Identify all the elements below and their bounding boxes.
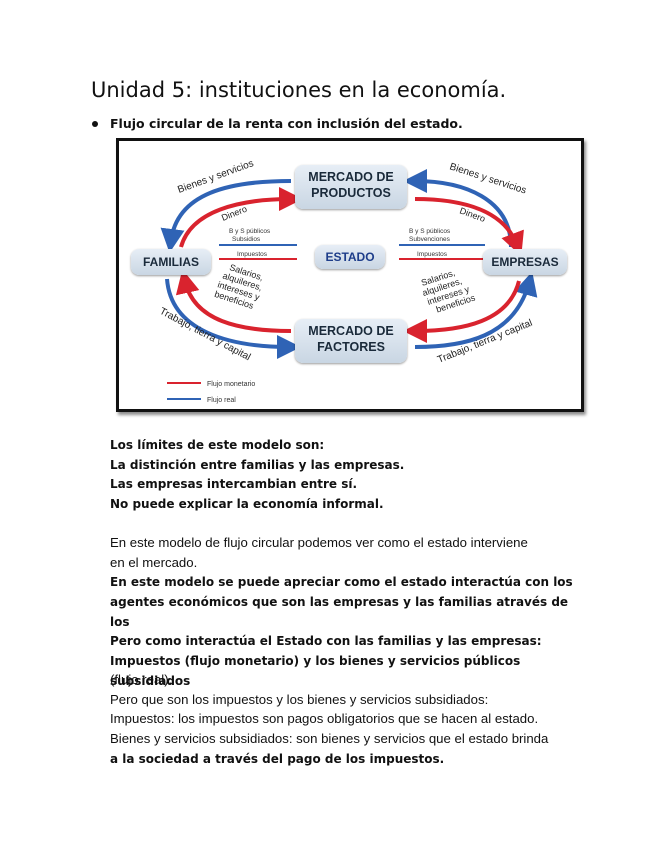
arrow-red-top-left	[179, 187, 303, 248]
box-empresas-label: EMPRESAS	[491, 255, 559, 269]
text-line: Bienes y servicios subsidiados: son bien…	[110, 731, 549, 746]
box-mercado-factores-line1: MERCADO DE	[308, 324, 394, 338]
text-line: Impuestos: los impuestos son pagos oblig…	[110, 711, 539, 727]
label-legend-monetario: Flujo monetario	[207, 381, 255, 388]
arrow-blue-top-left	[160, 179, 292, 253]
text-line: No puede explicar la economía informal.	[110, 496, 384, 511]
label-left-state-bottom: Impuestos	[237, 251, 268, 258]
text-line: Las empresas intercambian entre sí.	[110, 477, 358, 492]
text-line: en el mercado.	[110, 554, 198, 570]
box-estado: ESTADO	[315, 245, 385, 269]
text-line: agentes económicos que son las empresas …	[110, 594, 569, 629]
box-empresas: EMPRESAS	[483, 249, 567, 275]
text-line: Impuestos (flujo monetario) y los bienes…	[110, 653, 521, 688]
box-mercado-factores-line2: FACTORES	[317, 340, 385, 354]
arrow-blue-bottom-left	[165, 278, 301, 359]
box-mercado-productos-line2: PRODUCTOS	[311, 186, 391, 200]
label-right-state-bottom: Impuestos	[417, 251, 448, 258]
box-mercado-factores: MERCADO DE FACTORES	[295, 319, 407, 363]
text-line: En este modelo se puede apreciar como el…	[110, 575, 573, 590]
text-line: (flujo real).	[110, 672, 173, 688]
arrow-red-top-right	[414, 197, 524, 257]
label-right-state-top-2: Subvenciones	[409, 236, 451, 243]
box-mercado-productos: MERCADO DE PRODUCTOS	[295, 165, 407, 209]
box-mercado-productos-line1: MERCADO DE	[308, 170, 394, 184]
page-title: Unidad 5: instituciones en la economía.	[91, 78, 507, 102]
box-familias-label: FAMILIAS	[143, 255, 199, 269]
box-familias: FAMILIAS	[131, 249, 211, 275]
bullet-text: Flujo circular de la renta con inclusión…	[110, 116, 463, 131]
text-line: Pero que son los impuestos y los bienes …	[110, 691, 489, 707]
label-legend-real: Flujo real	[207, 397, 236, 404]
label-bienes-right: Bienes y servicios	[448, 161, 528, 196]
label-right-state-top-1: B y S públicos	[409, 228, 451, 235]
arrow-red-bottom-right	[403, 280, 521, 343]
text-line: En este modelo de flujo circular podemos…	[110, 535, 528, 550]
circular-flow-diagram: Bienes y servicios Bienes y servicios Di…	[116, 138, 584, 412]
label-trabajo-right: Trabajo, tierra y capital	[436, 318, 534, 366]
bullet-dot-icon	[92, 120, 98, 127]
label-left-state-top-2: Subsidios	[232, 236, 261, 243]
arrow-red-bottom-left	[175, 269, 292, 333]
text-line: Pero como interactúa el Estado con las f…	[110, 634, 542, 648]
box-estado-label: ESTADO	[325, 250, 375, 264]
bullet-item: Flujo circular de la renta con inclusión…	[92, 116, 463, 131]
diagram-arrows: Bienes y servicios Bienes y servicios Di…	[158, 158, 538, 404]
label-trabajo-left: Trabajo, tierra y capital	[158, 306, 253, 363]
text-line: Los límites de este modelo son:	[110, 438, 325, 452]
text-line: La distinción entre familias y las empre…	[110, 457, 405, 472]
label-left-state-top-1: B y S públicos	[229, 228, 271, 235]
arrow-blue-bottom-right	[414, 271, 538, 349]
text-line: a la sociedad a través del pago de los i…	[110, 751, 445, 766]
